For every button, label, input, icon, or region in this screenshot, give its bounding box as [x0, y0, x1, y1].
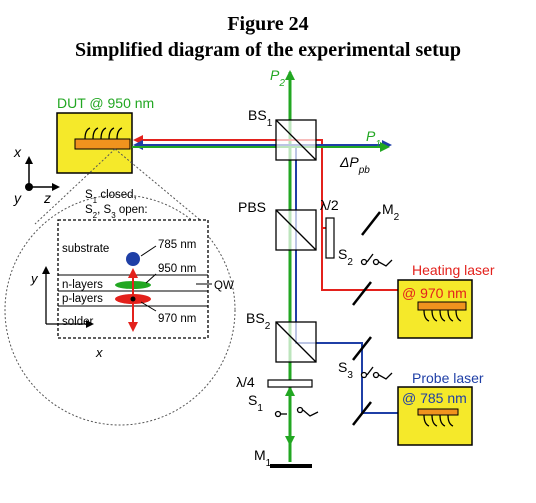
heatsink-fins-icon — [84, 127, 123, 140]
inset-substrate-label: substrate — [62, 243, 109, 255]
spot-785 — [126, 252, 140, 266]
heating-laser-label: Heating laser — [412, 262, 495, 278]
bs2-label: BS2 — [246, 310, 271, 332]
switch-s1-icon[interactable] — [274, 406, 319, 418]
svg-text:S1 closed,: S1 closed, — [85, 189, 137, 205]
switch-s3-icon[interactable] — [360, 366, 393, 380]
probe-wavelength-label: @ 785 nm — [402, 390, 467, 406]
heatsink-fins-icon — [423, 414, 454, 427]
quarter-wave-plate — [267, 379, 313, 388]
half-wave-plate — [325, 217, 335, 259]
axis-x-label: x — [13, 144, 22, 160]
blue-beam — [133, 140, 418, 414]
p2-label: P2 — [270, 67, 285, 89]
axis-z-label: z — [43, 190, 51, 206]
axis-y-label: y — [13, 190, 22, 206]
inset-950-label: 950 nm — [158, 263, 196, 275]
probe-laser-label: Probe laser — [412, 370, 484, 386]
quarter-wave-label: λ/4 — [236, 374, 255, 390]
mirror-heat — [352, 281, 372, 306]
inset-p-layers-label: p-layers — [62, 293, 103, 305]
bs1-label: BS1 — [248, 107, 273, 129]
beam-splitter-bs2 — [275, 321, 317, 363]
inset-785-label: 785 nm — [158, 239, 196, 251]
inset-solder-label: solder — [62, 316, 93, 328]
polarizing-beam-splitter — [275, 209, 317, 251]
inset-axis-x-label: x — [95, 345, 103, 360]
inset-970-label: 970 nm — [158, 313, 196, 325]
zoom-inset — [4, 148, 236, 426]
mirror-probe-b — [352, 401, 372, 426]
heating-wavelength-label: @ 970 nm — [402, 285, 467, 301]
s2-label: S2 — [338, 246, 353, 268]
m1-label: M1 — [254, 447, 272, 469]
mirror-probe-a — [352, 336, 372, 361]
half-wave-label: λ/2 — [320, 197, 339, 213]
pbs-label: PBS — [238, 199, 266, 215]
switch-s2-icon[interactable] — [360, 253, 393, 267]
heating-laser-device — [397, 279, 473, 339]
inset-n-layers-label: n-layers — [62, 279, 103, 291]
m2-label: M2 — [382, 201, 400, 223]
dut-label: DUT @ 950 nm — [57, 95, 154, 111]
dut-device — [56, 112, 133, 174]
dpb-label: ΔPpb — [339, 154, 370, 176]
p1-label: P1 — [366, 128, 381, 150]
beam-splitter-bs1 — [275, 119, 317, 161]
mirror-m2 — [361, 211, 381, 236]
s3-label: S3 — [338, 359, 353, 381]
axes-xyz — [25, 156, 60, 191]
svg-text:S2, S3 open:: S2, S3 open: — [85, 204, 148, 220]
heatsink-fins-icon — [423, 309, 462, 322]
s1-label: S1 — [248, 392, 263, 414]
inset-qw-label: QW — [214, 280, 234, 292]
probe-laser-device — [397, 386, 473, 446]
inset-axis-y-label: y — [30, 271, 39, 286]
figure-caption: Simplified diagram of the experimental s… — [74, 39, 462, 61]
figure-number: Figure 24 — [227, 13, 309, 35]
